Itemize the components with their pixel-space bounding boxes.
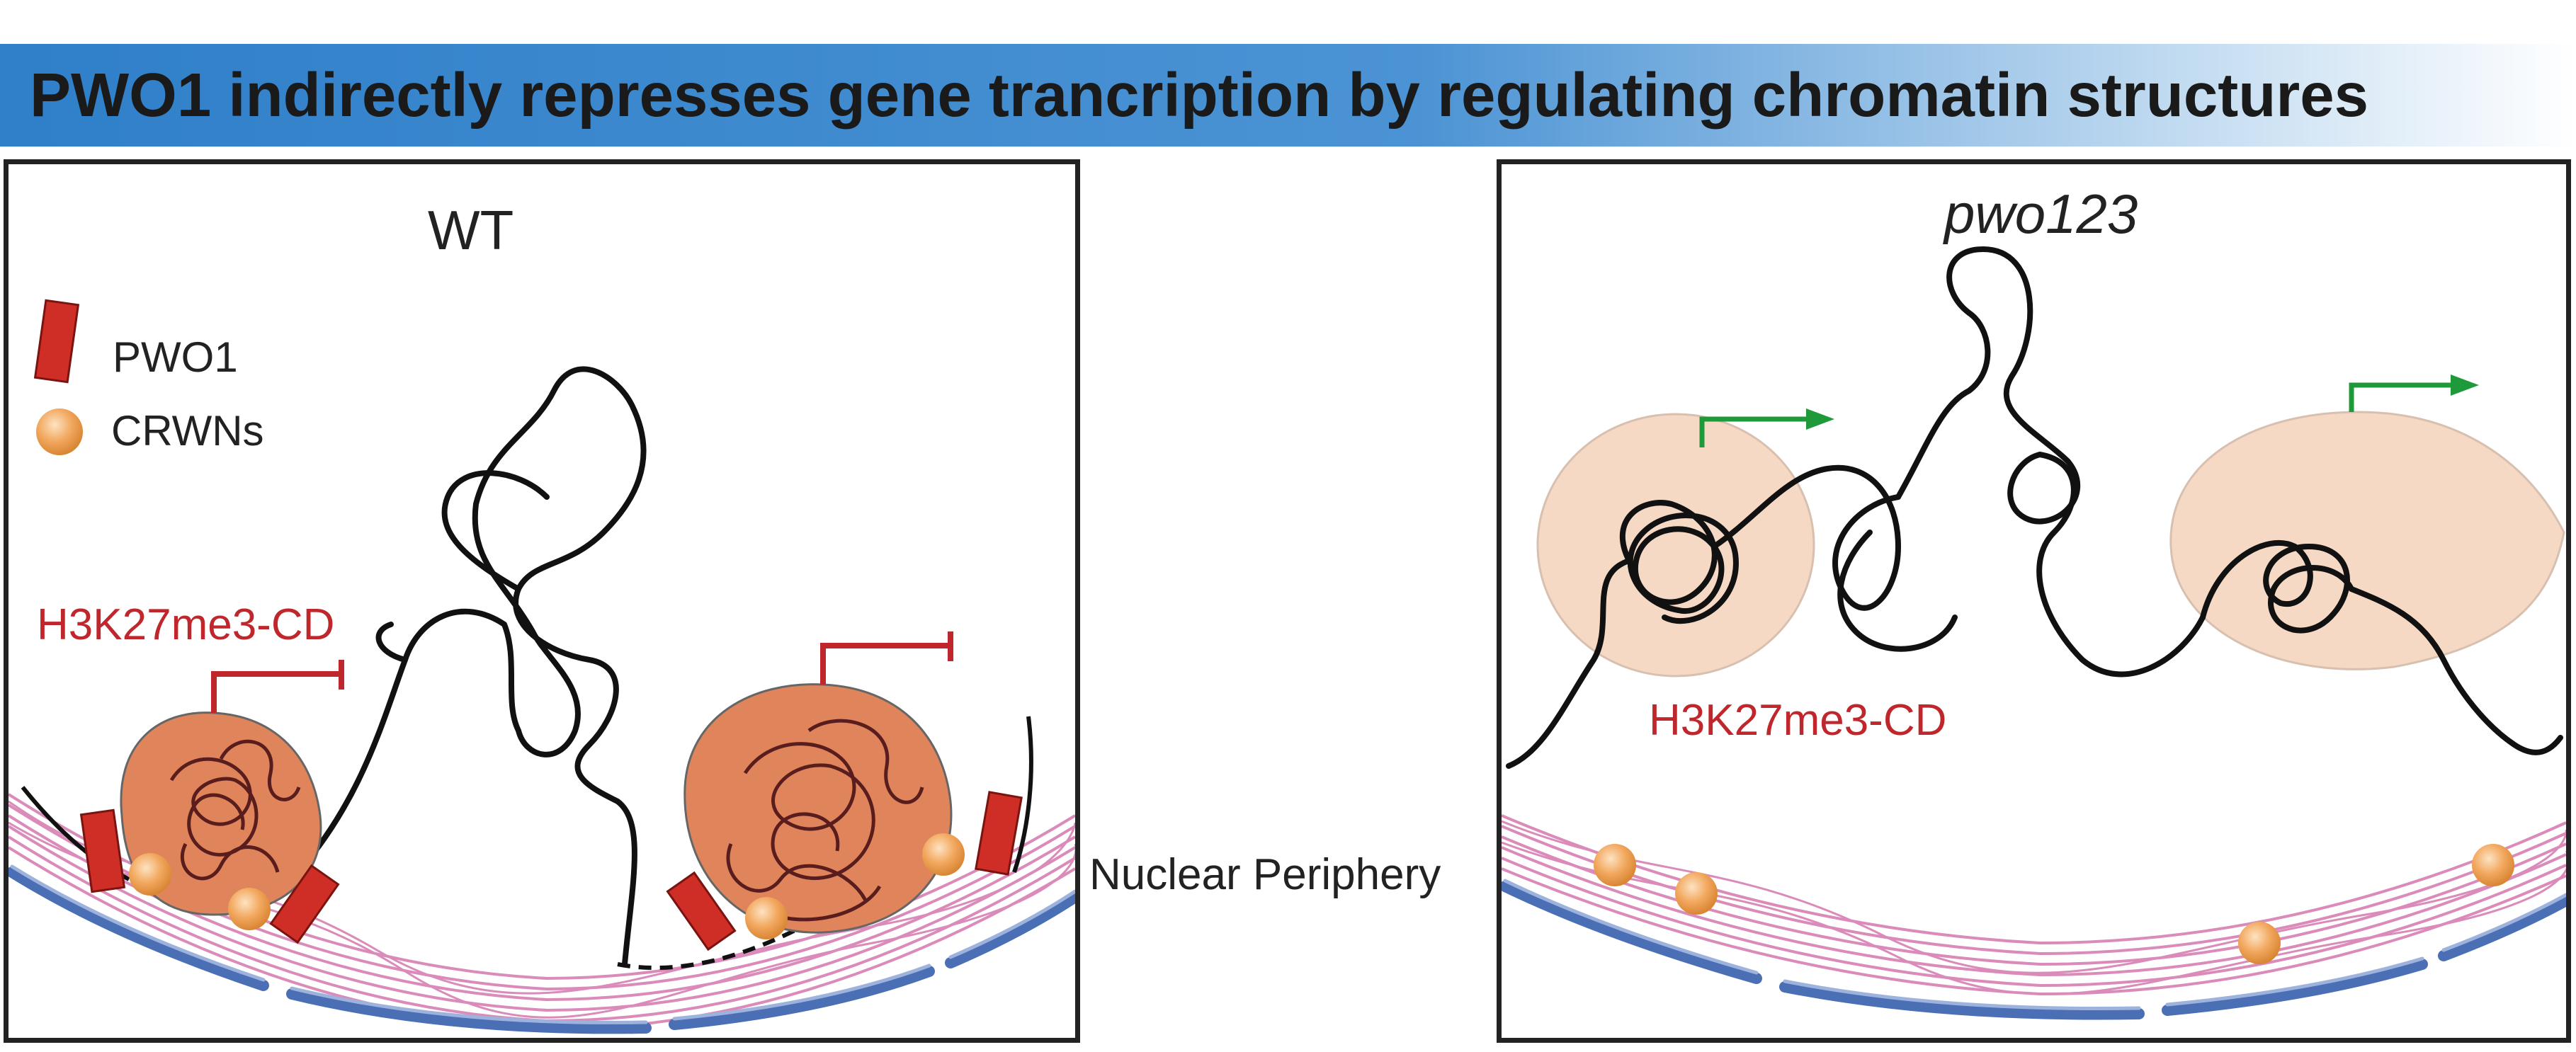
red-rectangle-icon [33,299,80,384]
activation-arrow-left [1699,416,1806,447]
pwo123-panel: pwo123 H3K27me3-CD [1497,159,2571,1043]
h3k27me3-domain-right [683,683,953,934]
pwo123-panel-title: pwo123 [1944,183,2138,245]
title-banner [0,44,2576,147]
nuclear-membrane [1502,881,2566,1020]
pwo123-diagram [1502,246,2566,1020]
nuclear-periphery-label: Nuclear Periphery [1089,850,1441,899]
orange-sphere-icon [36,408,83,455]
activation-arrow-right [2349,382,2451,412]
open-domain-left [1536,413,1815,677]
open-domain-right [2169,411,2565,670]
nuclear-membrane [8,867,1075,1034]
pwo1-proteins [79,791,1023,951]
h3k27me3-domain-left [120,711,322,916]
repression-symbol-left [211,660,344,713]
repression-symbol-right [820,631,953,685]
pwo123-domain-label: H3K27me3-CD [1649,696,1947,745]
wt-panel: WT PWO1 CRWNs H3K27me3-CD [4,159,1080,1043]
legend-crwns-label: CRWNs [111,407,264,454]
legend-pwo1-label: PWO1 [113,333,238,381]
wt-domain-label: H3K27me3-CD [37,600,335,649]
wt-panel-title: WT [428,199,514,261]
nuclear-lamina [1502,814,2566,996]
crwn-proteins [129,833,965,939]
crwn-proteins [1594,844,2514,964]
wt-diagram [8,299,1075,1034]
chromatin-fiber [289,366,647,967]
chromatin-fiber [1506,246,2563,769]
figure-title: PWO1 indirectly represses gene trancript… [30,61,2369,130]
